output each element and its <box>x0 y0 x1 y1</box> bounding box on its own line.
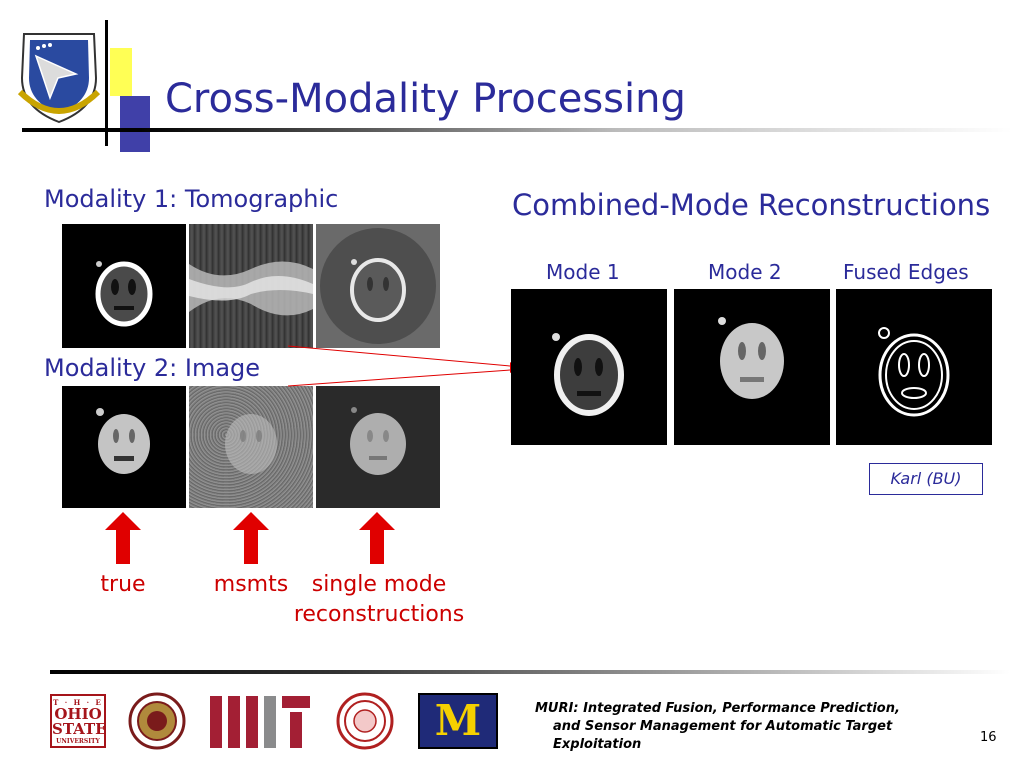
footer-line2: and Sensor Management for Automatic Targ… <box>553 719 893 734</box>
header-horizontal-rule <box>22 128 1012 132</box>
caption-msmts: msmts <box>213 572 289 597</box>
footer-line3: Exploitation <box>553 737 642 752</box>
mode1-label: Mode 1 <box>546 260 620 284</box>
footer-line1: MURI: Integrated Fusion, Performance Pre… <box>535 701 900 716</box>
header-blue-block <box>120 96 150 152</box>
fused-edges-label: Fused Edges <box>843 260 969 284</box>
mode2-label: Mode 2 <box>708 260 782 284</box>
tomographic-true-image <box>62 224 186 348</box>
mit-logo: MIT <box>210 696 310 748</box>
mode1-reconstruction-image <box>511 289 667 445</box>
university-seal-logo <box>336 692 394 750</box>
caption-true: true <box>100 572 146 597</box>
caption-single-mode: single mode reconstructions <box>286 570 472 630</box>
slide-title: Cross-Modality Processing <box>165 76 686 122</box>
arrow-up-icon <box>233 512 269 564</box>
image-single-mode-image <box>316 386 440 508</box>
page-number: 16 <box>980 730 997 745</box>
modality1-label: Modality 1: Tomographic <box>44 185 339 213</box>
afrl-shield-logo <box>17 33 101 124</box>
caption-single-mode-line2: reconstructions <box>293 602 465 627</box>
header-yellow-block <box>110 48 132 96</box>
modality2-label: Modality 2: Image <box>44 354 261 382</box>
fused-edges-image <box>836 289 992 445</box>
header-vertical-rule <box>105 20 108 146</box>
footer-rule <box>50 670 1010 674</box>
arrow-up-icon <box>105 512 141 564</box>
michigan-logo: M <box>418 693 498 749</box>
mode2-reconstruction-image <box>674 289 830 445</box>
footer-project-title: MURI: Integrated Fusion, Performance Pre… <box>535 700 915 754</box>
arrow-up-icon <box>359 512 395 564</box>
image-msmts-image <box>189 386 313 508</box>
tomographic-single-mode-image <box>316 224 440 348</box>
michigan-logo-letter: M <box>434 696 482 745</box>
florida-state-seal-logo <box>128 692 186 750</box>
image-true-image <box>62 386 186 508</box>
caption-single-mode-line1: single mode <box>311 572 447 597</box>
combined-mode-heading: Combined-Mode Reconstructions <box>512 188 991 222</box>
ohio-state-logo: T · H · E OHIO STATE UNIVERSITY <box>50 694 107 748</box>
tomographic-msmts-image <box>189 224 313 348</box>
credit-box: Karl (BU) <box>869 463 983 495</box>
